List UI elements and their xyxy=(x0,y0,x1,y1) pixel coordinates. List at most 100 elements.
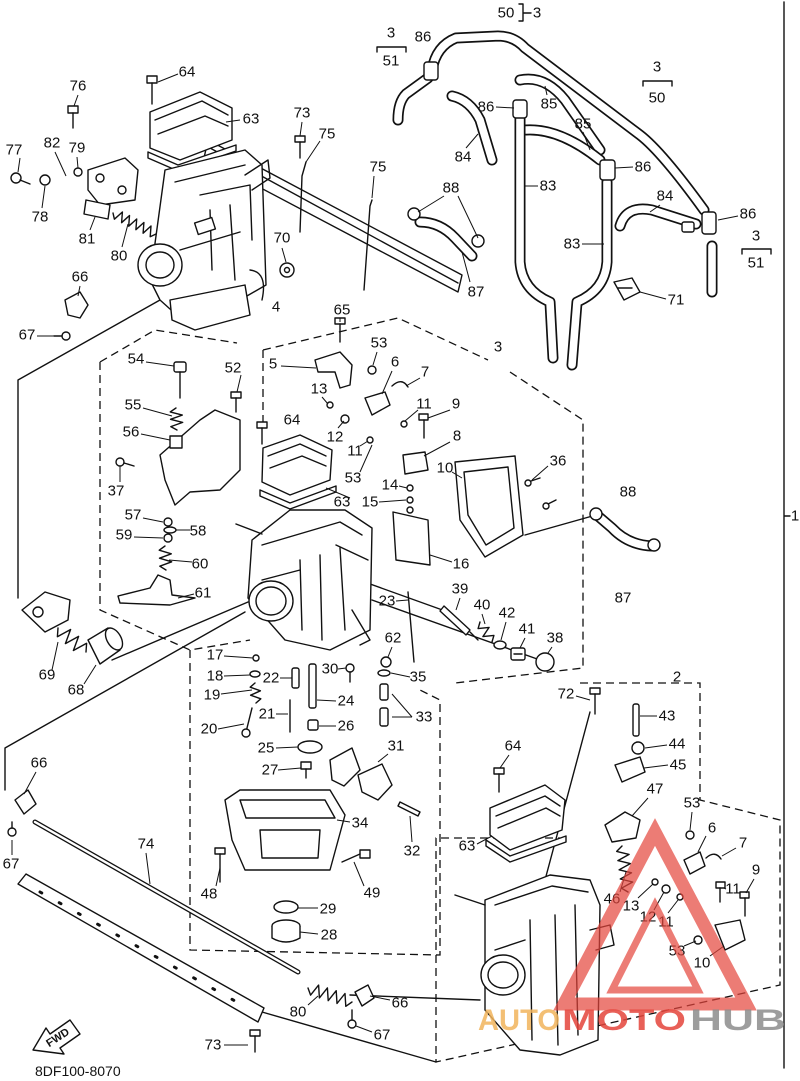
screw-9 xyxy=(418,413,429,439)
washer-59 xyxy=(163,533,173,543)
part-callout-label: 50 xyxy=(649,90,666,107)
watermark-part-auto: AUTO xyxy=(478,1004,560,1037)
gasket-63 xyxy=(147,144,237,172)
nut-41 xyxy=(510,647,526,661)
part-callout-label: 73 xyxy=(294,105,311,122)
spring-40 xyxy=(477,621,495,643)
bracket-66-bottom xyxy=(354,984,375,1007)
part-callout-label: 7 xyxy=(421,364,429,381)
diaphragm-cover-10 xyxy=(454,455,524,558)
main-nozzle-24 xyxy=(308,663,317,709)
part-callout-label: 64 xyxy=(284,412,301,429)
part-callout-label: 40 xyxy=(474,597,491,614)
part-callout-label: 23 xyxy=(379,593,396,610)
screw-73 xyxy=(294,135,306,159)
lever-6-bottom xyxy=(683,851,706,875)
screw-64-middle xyxy=(256,421,268,445)
float-31 xyxy=(329,747,393,801)
part-callout-label: 44 xyxy=(669,736,686,753)
cap-38 xyxy=(535,652,555,672)
part-callout-label: 67 xyxy=(374,1027,391,1044)
hose-clip-71 xyxy=(613,277,641,301)
part-callout-label: 53 xyxy=(345,470,362,487)
nut-53 xyxy=(367,365,377,375)
part-callout-label: 17 xyxy=(207,647,224,664)
washer-14 xyxy=(406,484,414,492)
top-carburetor-assembly xyxy=(10,75,463,341)
part-callout-label: 42 xyxy=(499,605,516,622)
drain-plug-28 xyxy=(271,919,301,943)
fuel-hose-85-lower xyxy=(520,124,606,166)
part-callout-label: 38 xyxy=(547,630,564,647)
part-callout-label: 16 xyxy=(453,556,470,573)
reference-brackets xyxy=(376,3,772,255)
clip-7 xyxy=(391,381,409,388)
part-callout-label: 26 xyxy=(338,718,355,735)
washer-78 xyxy=(39,174,51,186)
part-callout-label: 31 xyxy=(388,738,405,755)
bracket-82 xyxy=(87,157,139,206)
part-callout-label: 11 xyxy=(347,443,363,460)
screw-20 xyxy=(241,707,253,738)
hose-clamps-88 xyxy=(407,207,661,552)
part-callout-label: 5 xyxy=(269,356,277,373)
watermark-part-moto: MOTO xyxy=(562,1004,686,1037)
collar-56 xyxy=(169,435,183,449)
screw-64-bottom xyxy=(493,767,505,793)
spring-55 xyxy=(169,407,184,431)
fuel-hose-84-left xyxy=(446,90,498,166)
screw-64-top xyxy=(146,75,158,105)
part-callout-label: 58 xyxy=(190,523,207,540)
part-callout-label: 72 xyxy=(558,686,575,703)
part-callout-label: 86 xyxy=(635,159,652,176)
rod-75-a xyxy=(299,161,307,233)
screw-30 xyxy=(345,663,355,683)
throttle-bracket xyxy=(159,409,241,506)
screw-73-bottom xyxy=(249,1029,261,1053)
washer-44 xyxy=(631,741,645,755)
nut-53-bottom xyxy=(685,830,695,840)
carburetor-body-middle xyxy=(235,509,373,651)
bracket-66-left xyxy=(14,789,37,815)
part-callout-label: 3 xyxy=(533,5,541,22)
jet-needle-23 xyxy=(407,591,415,663)
part-callout-label: 33 xyxy=(416,709,433,726)
washer-70 xyxy=(279,262,295,278)
drain-hose xyxy=(249,269,265,301)
part-callout-label: 57 xyxy=(125,507,142,524)
part-callout-label: 67 xyxy=(3,856,20,873)
assembly-bracket-line xyxy=(783,1,791,1069)
screw-77 xyxy=(10,172,31,185)
part-callout-label: 24 xyxy=(338,693,355,710)
jet-26 xyxy=(307,719,319,731)
part-callout-label: 25 xyxy=(258,740,275,757)
part-callout-label: 76 xyxy=(70,78,87,95)
o-ring-42 xyxy=(493,640,507,650)
part-callout-label: 6 xyxy=(391,354,399,371)
triangle-logo-icon xyxy=(553,818,757,1011)
part-callout-label: 6 xyxy=(708,820,716,837)
throttle-shaft-74 xyxy=(32,819,301,975)
part-callout-label: 8 xyxy=(453,428,461,445)
part-callout-label: 74 xyxy=(138,836,155,853)
leader-lines xyxy=(11,73,755,1046)
watermark-part-hub: HUB xyxy=(690,1004,786,1037)
o-ring-17 xyxy=(252,654,260,662)
part-callout-label: 20 xyxy=(201,721,218,738)
watermark-logo-text: AUTO MOTO HUB xyxy=(478,1004,786,1037)
part-callout-label: 10 xyxy=(694,955,711,972)
part-callout-label: 55 xyxy=(125,397,142,414)
part-callout-label: 21 xyxy=(259,706,276,723)
part-callout-label: 34 xyxy=(352,815,369,832)
fuel-hose-51-upper xyxy=(392,72,434,126)
part-callout-label: 35 xyxy=(410,669,427,686)
spring-60 xyxy=(158,545,173,571)
part-callout-label: 18 xyxy=(207,668,224,685)
bracket-5 xyxy=(314,351,353,389)
part-callout-label: 32 xyxy=(404,843,421,860)
nut-53-bottom-b xyxy=(693,935,703,945)
part-callout-label: 66 xyxy=(31,755,48,772)
spring-80 xyxy=(112,211,157,238)
part-callout-label: 85 xyxy=(575,116,592,133)
middle-carburetor-exploded xyxy=(21,317,557,943)
